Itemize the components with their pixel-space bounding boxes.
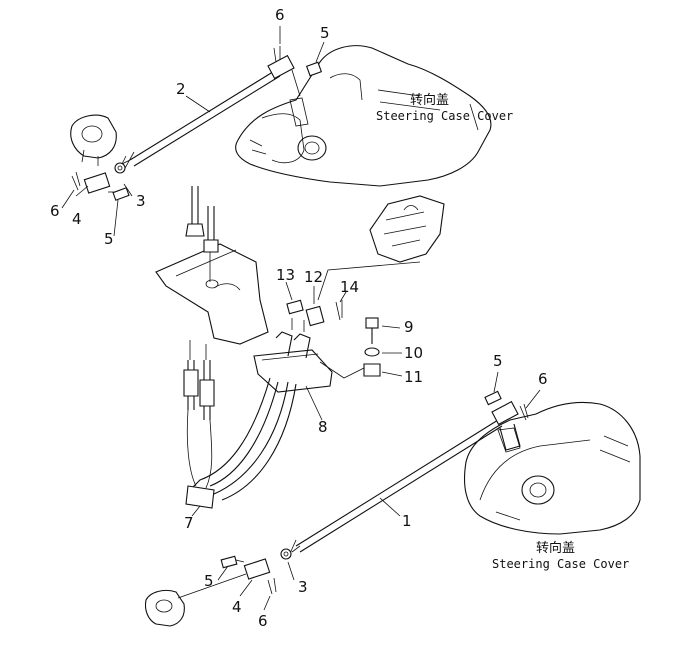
part-label-1: 1 <box>402 512 412 530</box>
part-label-8: 8 <box>318 418 328 436</box>
part-label-5-top-right: 5 <box>320 24 330 42</box>
part-label-10: 10 <box>404 344 423 362</box>
bottom-caption-en: Steering Case Cover <box>492 557 629 571</box>
upper-right-bracket <box>317 195 445 301</box>
cable-mount-plate <box>253 318 365 393</box>
top-steering-case-housing <box>235 45 492 187</box>
part-label-6-bottom: 6 <box>258 612 268 630</box>
top-caption-en: Steering Case Cover <box>376 109 513 123</box>
control-cables <box>183 340 297 509</box>
part-label-4-bottom: 4 <box>232 598 242 616</box>
bottom-left-yoke <box>144 555 277 627</box>
part-label-2: 2 <box>176 80 186 98</box>
bottom-caption-cn: 转向盖 <box>536 540 575 556</box>
bottom-rod-assembly <box>280 390 529 560</box>
part-label-14: 14 <box>340 278 359 296</box>
part-label-11: 11 <box>404 368 423 386</box>
bolt-washer-nut <box>363 317 381 377</box>
part-label-5-bottom: 5 <box>204 572 214 590</box>
center-lever-bracket <box>155 186 269 345</box>
part-label-9: 9 <box>404 318 414 336</box>
part-label-13: 13 <box>276 266 295 284</box>
part-label-5-top-left: 5 <box>104 230 114 248</box>
top-left-yoke <box>70 114 130 201</box>
part-label-3-bottom: 3 <box>298 578 308 596</box>
part-label-7: 7 <box>184 514 194 532</box>
leader-lines <box>61 26 541 611</box>
captions: 转向盖 Steering Case Cover 转向盖 Steering Cas… <box>376 92 629 571</box>
part-label-3-top: 3 <box>136 192 146 210</box>
small-parts-12-13-14 <box>286 299 343 327</box>
part-labels: 6 5 2 3 6 4 5 13 12 14 9 10 11 5 6 8 1 7… <box>50 6 548 630</box>
part-label-5-right: 5 <box>493 352 503 370</box>
bottom-steering-case-housing <box>463 401 641 535</box>
top-caption-cn: 转向盖 <box>410 92 449 108</box>
part-label-12: 12 <box>304 268 323 286</box>
part-label-6-right: 6 <box>538 370 548 388</box>
top-rod-assembly <box>114 46 323 174</box>
part-label-6-top-left: 6 <box>50 202 60 220</box>
part-label-4-top: 4 <box>72 210 82 228</box>
part-label-6-top: 6 <box>275 6 285 24</box>
